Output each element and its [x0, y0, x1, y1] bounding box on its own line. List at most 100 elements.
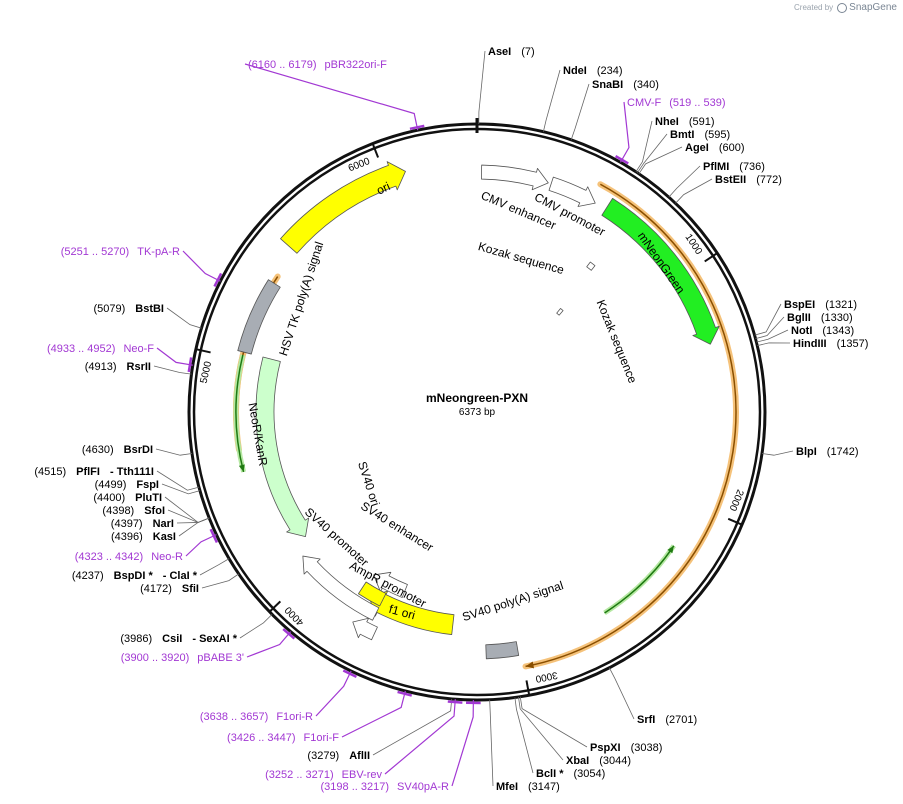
feature-sv40-promoter[interactable] — [302, 555, 380, 621]
site-label-part: (3279) — [307, 750, 339, 762]
feature-cmv-promoter[interactable] — [548, 176, 596, 207]
primer-label[interactable]: (4323 .. 4342)Neo-R — [75, 551, 183, 563]
site-leader-line — [635, 120, 653, 173]
primer-label[interactable]: (3252 .. 3271)EBV-rev — [265, 769, 382, 781]
restriction-site-label[interactable]: AseI(7) — [488, 46, 535, 58]
restriction-site-label[interactable]: (4237)BspDI *- ClaI * — [72, 570, 198, 582]
site-label-part: (4499) — [95, 479, 127, 491]
restriction-site-label[interactable]: XbaI(3044) — [566, 755, 631, 767]
restriction-site-label[interactable]: SnaBI(340) — [592, 79, 659, 91]
restriction-site-label[interactable]: (4397)NarI — [111, 518, 174, 530]
site-leader-line — [542, 69, 561, 132]
feature-cmv-enhancer[interactable] — [480, 164, 549, 191]
restriction-site-label[interactable]: BglII(1330) — [787, 312, 853, 324]
feature-neor-kanr[interactable] — [255, 356, 310, 538]
site-label-part: - Tth111I — [110, 466, 154, 478]
primer-label[interactable]: (3198 .. 3217)SV40pA-R — [321, 781, 450, 793]
site-leader-line — [244, 63, 419, 131]
primer-label[interactable]: (3638 .. 3657)F1ori-R — [200, 711, 313, 723]
site-label-part: F1ori-R — [276, 711, 313, 723]
site-leader-line — [199, 558, 230, 576]
feature-sv40-poly-a-signal[interactable] — [485, 641, 520, 660]
restriction-site-label[interactable]: (4400)PluTI — [93, 492, 162, 504]
site-leader-line — [478, 50, 486, 125]
site-leader-line — [164, 496, 210, 523]
site-leader-line — [156, 347, 193, 366]
feature-hsv-tk-poly-a-signal[interactable] — [237, 279, 281, 355]
site-label-part: (3044) — [599, 755, 631, 767]
restriction-site-label[interactable]: NheI(591) — [655, 116, 715, 128]
feature-ori[interactable] — [280, 161, 406, 254]
primer-label[interactable]: CMV-F(519 .. 539) — [627, 97, 726, 109]
restriction-site-label[interactable]: BlpI(1742) — [796, 446, 859, 458]
site-leader-line — [519, 696, 588, 748]
sites: AseI(7) NdeI(234) SnaBI(340) CMV-F(519 .. 5… — [34, 46, 868, 793]
primer-label[interactable]: (3900 .. 3920)pBABE 3' — [121, 652, 244, 664]
restriction-site-label[interactable]: (4398)SfoI — [102, 505, 165, 517]
site-label-part: SnaBI — [592, 79, 623, 91]
restriction-site-label[interactable]: SrfI(2701) — [637, 714, 697, 726]
restriction-site-label[interactable]: (4913)RsrII — [85, 361, 151, 373]
restriction-site-label[interactable]: (4515)PflFI- Tth111I — [34, 466, 154, 478]
feature-label-sv40-poly-a-signal: SV40 poly(A) signal — [460, 578, 565, 624]
restriction-site-label[interactable]: BspEI(1321) — [784, 299, 857, 311]
tick-mark — [195, 348, 211, 354]
site-label-part: (1330) — [821, 312, 853, 324]
green-arc — [604, 545, 675, 614]
primer-marker — [447, 700, 463, 704]
site-label-part: TK-pA-R — [137, 246, 180, 258]
restriction-site-label[interactable]: (5079)BstBI — [93, 303, 164, 315]
primer-marker — [187, 357, 193, 373]
restriction-site-label[interactable]: PflMI(736) — [703, 161, 765, 173]
site-label-part: (7) — [521, 46, 534, 58]
site-leader-line — [637, 133, 668, 174]
primer-label[interactable]: (6160 .. 6179)pBR322ori-F — [248, 59, 387, 71]
restriction-site-label[interactable]: PspXI(3038) — [590, 742, 662, 754]
restriction-site-label[interactable]: NdeI(234) — [563, 65, 623, 77]
site-label-part: SfoI — [144, 505, 165, 517]
primer-label[interactable]: (4933 .. 4952)Neo-F — [47, 343, 154, 355]
site-label-part: (772) — [756, 174, 782, 186]
restriction-site-label[interactable]: (3986)CsiI- SexAI * — [120, 633, 237, 645]
site-leader-line — [755, 316, 785, 340]
feature-ampr-promoter[interactable] — [352, 617, 378, 641]
primer-label[interactable]: (3426 .. 3447)F1ori-F — [227, 732, 339, 744]
feature-kozak-sequence[interactable] — [586, 261, 596, 271]
primer-label[interactable]: (5251 .. 5270) TK-pA-R — [61, 246, 180, 258]
restriction-site-label[interactable]: (4172)SfiI — [140, 583, 199, 595]
restriction-site-label[interactable]: BstEII(772) — [715, 174, 782, 186]
restriction-site-label[interactable]: AgeI(600) — [685, 142, 745, 154]
site-leader-line — [315, 670, 352, 717]
site-label-part: BsrDI — [124, 444, 153, 456]
site-leader-line — [514, 697, 534, 774]
restriction-site-label[interactable]: (4499)FspI — [95, 479, 159, 491]
feature-kozak-sequence[interactable] — [556, 308, 564, 316]
feature-sv40-ori[interactable] — [358, 581, 387, 607]
restriction-site-label[interactable]: HindIII(1357) — [793, 338, 868, 350]
site-label-part: NotI — [791, 325, 812, 337]
site-label-part: PspXI — [590, 742, 621, 754]
site-label-part: PflFI — [76, 466, 100, 478]
restriction-site-label[interactable]: BclI *(3054) — [536, 768, 605, 780]
feature-label-kozak-sequence: Kozak sequence — [594, 298, 640, 386]
feature-sv40-enhancer[interactable] — [373, 571, 408, 598]
site-label-part: (595) — [704, 129, 730, 141]
restriction-site-label[interactable]: (4396)KasI — [111, 531, 176, 543]
plasmid-backbone — [187, 118, 767, 702]
feature-mneongreen[interactable] — [601, 197, 720, 345]
restriction-site-label[interactable]: (4630)BsrDI — [82, 444, 153, 456]
tick-label: 3000 — [534, 669, 558, 684]
restriction-site-label[interactable]: MfeI(3147) — [496, 781, 560, 793]
site-label-part: (5251 .. 5270) — [61, 246, 130, 258]
site-label-part: BspEI — [784, 299, 815, 311]
restriction-site-label[interactable]: BmtI(595) — [670, 129, 730, 141]
site-label-part: (1343) — [822, 325, 854, 337]
restriction-site-label[interactable]: NotI (1343) — [791, 325, 854, 337]
site-label-part: (2701) — [665, 714, 697, 726]
restriction-site-label[interactable]: (3279)AflII — [307, 750, 370, 762]
green-arrowhead — [667, 545, 674, 554]
feature-label-sv40-enhancer: SV40 enhancer — [358, 499, 436, 555]
site-label-part: (3900 .. 3920) — [121, 652, 190, 664]
site-label-part: (4397) — [111, 518, 143, 530]
site-label-part: HindIII — [793, 338, 827, 350]
